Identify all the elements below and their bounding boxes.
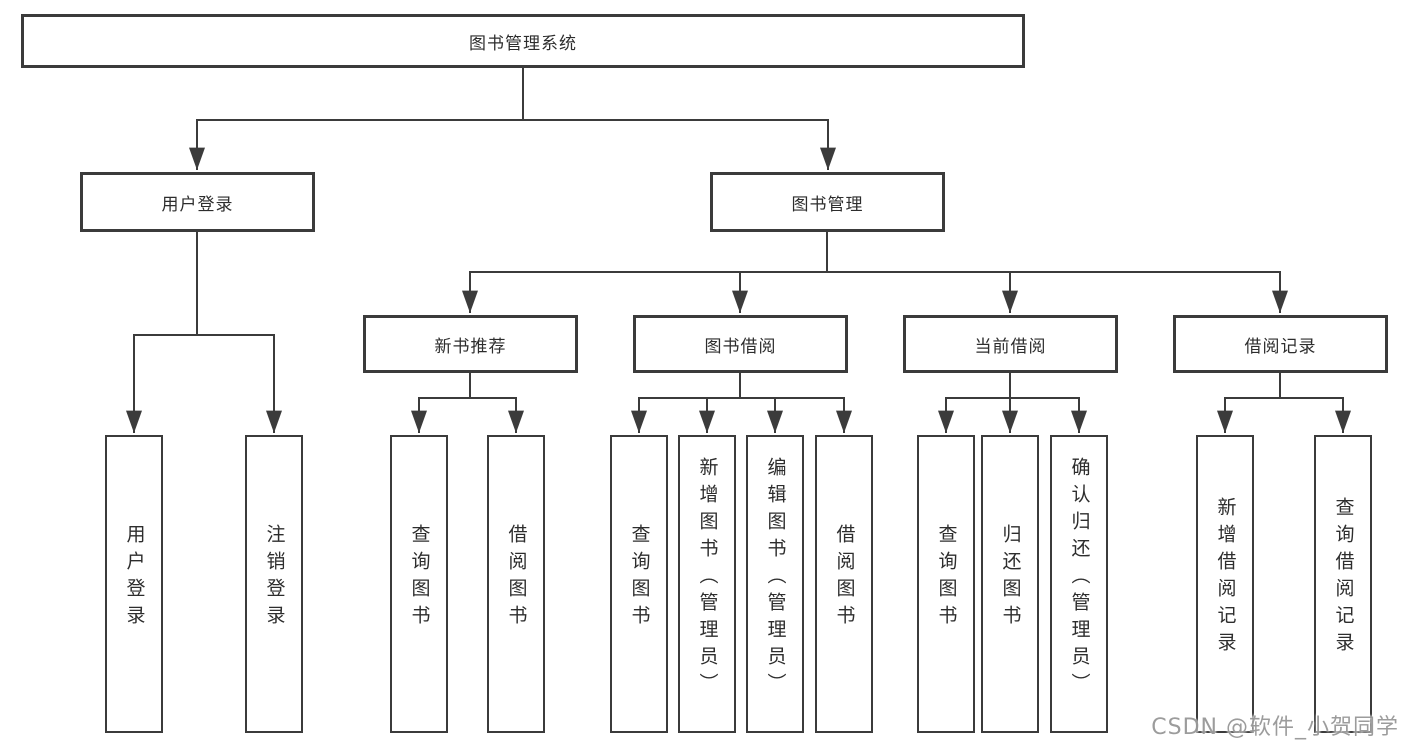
connector-current-borrow <box>938 373 1087 433</box>
leaf-confirm-return-admin: 确认归还（管理员） <box>1050 435 1108 733</box>
leaf-return-book-label: 归还图书 <box>999 524 1022 632</box>
connector-borrow-record <box>1217 373 1351 433</box>
leaf-borrow-query-book: 查询图书 <box>610 435 668 733</box>
connector-book-borrow <box>631 373 852 433</box>
csdn-watermark: CSDN @软件_小贺同学 <box>1151 715 1399 740</box>
leaf-borrow-book: 借阅图书 <box>815 435 873 733</box>
leaf-edit-book-admin-label: 编辑图书（管理员） <box>764 456 787 700</box>
leaf-borrow-query-book-label: 查询图书 <box>628 524 651 632</box>
leaf-logout-label: 注销登录 <box>263 524 286 632</box>
node-user-login-label: 用户登录 <box>161 194 234 215</box>
node-book-management-label: 图书管理 <box>791 194 864 215</box>
leaf-user-login-label: 用户登录 <box>123 524 146 632</box>
leaf-confirm-return-admin-label: 确认归还（管理员） <box>1068 456 1091 700</box>
connector-new-book-rec <box>411 373 524 433</box>
node-book-borrow: 图书借阅 <box>633 315 848 373</box>
leaf-add-book-admin: 新增图书（管理员） <box>678 435 736 733</box>
leaf-newrec-query-book: 查询图书 <box>390 435 448 733</box>
node-root: 图书管理系统 <box>21 14 1025 68</box>
node-new-book-rec-label: 新书推荐 <box>434 336 507 357</box>
leaf-query-borrow-record-label: 查询借阅记录 <box>1332 497 1355 659</box>
node-current-borrow: 当前借阅 <box>903 315 1118 373</box>
leaf-add-borrow-record: 新增借阅记录 <box>1196 435 1254 733</box>
leaf-newrec-query-book-label: 查询图书 <box>408 524 431 632</box>
leaf-return-book: 归还图书 <box>981 435 1039 733</box>
leaf-current-query-book: 查询图书 <box>917 435 975 733</box>
node-current-borrow-label: 当前借阅 <box>974 336 1047 357</box>
connector-book-management <box>462 232 1288 313</box>
node-book-borrow-label: 图书借阅 <box>704 336 777 357</box>
leaf-add-book-admin-label: 新增图书（管理员） <box>696 456 719 700</box>
leaf-newrec-borrow-book: 借阅图书 <box>487 435 545 733</box>
node-new-book-rec: 新书推荐 <box>363 315 578 373</box>
leaf-newrec-borrow-book-label: 借阅图书 <box>505 524 528 632</box>
leaf-current-query-book-label: 查询图书 <box>935 524 958 632</box>
leaf-query-borrow-record: 查询借阅记录 <box>1314 435 1372 733</box>
connector-root <box>189 68 836 171</box>
node-book-management: 图书管理 <box>710 172 945 232</box>
leaf-borrow-book-label: 借阅图书 <box>833 524 856 632</box>
connector-user-login <box>126 232 282 433</box>
leaf-add-borrow-record-label: 新增借阅记录 <box>1214 497 1237 659</box>
node-user-login: 用户登录 <box>80 172 315 232</box>
leaf-logout: 注销登录 <box>245 435 303 733</box>
leaf-user-login: 用户登录 <box>105 435 163 733</box>
node-borrow-record-label: 借阅记录 <box>1244 336 1317 357</box>
leaf-edit-book-admin: 编辑图书（管理员） <box>746 435 804 733</box>
node-root-label: 图书管理系统 <box>469 33 577 54</box>
node-borrow-record: 借阅记录 <box>1173 315 1388 373</box>
